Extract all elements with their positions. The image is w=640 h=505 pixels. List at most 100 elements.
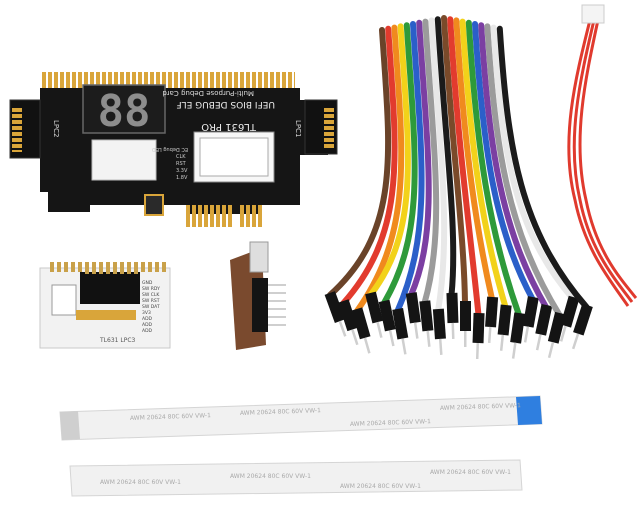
dupont-pin	[547, 341, 555, 359]
dupont-housing	[446, 292, 459, 324]
jumper-wire	[354, 24, 405, 314]
dupont-housing	[378, 299, 396, 332]
dupont-pin	[511, 342, 517, 359]
mini-header-block	[80, 272, 140, 304]
jumper-wire	[484, 23, 563, 318]
solder-pad	[144, 194, 164, 216]
mini-label: 3V3	[142, 310, 151, 316]
jumper-wire	[367, 23, 411, 298]
ffc-1-text: AWM 20624 80C 60V VW-1	[240, 407, 321, 417]
jumper-wire	[428, 17, 448, 314]
mini-label-list: GND SW RDY SW CLK SW RST SW DAT 3V3 ADD …	[142, 280, 160, 334]
ffc-cable-2: AWM 20624 80C 60V VW-1 AWM 20624 80C 60V…	[69, 459, 523, 497]
dupont-housing	[351, 307, 371, 340]
dupont-housing	[405, 292, 421, 324]
led-label-item: 3.3V	[176, 168, 188, 174]
jumper-wire	[496, 25, 590, 310]
dupont-pin	[363, 337, 371, 354]
lpc2-pins	[12, 106, 22, 152]
jst-connector	[581, 4, 605, 24]
dupont-housing	[460, 301, 471, 331]
pcie-fingers-right	[240, 205, 264, 227]
dupont-housing	[472, 312, 485, 344]
dupont-housing	[419, 300, 434, 332]
jumper-wire	[408, 19, 432, 298]
seven-segment-display	[82, 84, 166, 134]
jumper-wire	[327, 27, 392, 298]
card-title-line2: UEFI BIOS DEBUG ELF	[176, 99, 275, 109]
jumper-wire	[490, 24, 576, 302]
led-label-item: 1.8V	[176, 175, 188, 181]
mini-label: SW RDY	[142, 286, 160, 292]
dupont-pin	[413, 322, 419, 339]
ffc-1-text: AWM 20624 80C 60V VW-1	[130, 412, 211, 422]
jumper-wire	[459, 18, 509, 310]
dupont-pin	[559, 325, 567, 342]
ffc-1-end-left	[60, 411, 80, 440]
dupont-housing	[510, 312, 526, 344]
mini-label: SW RST	[142, 298, 160, 304]
dupont-housing	[392, 307, 409, 340]
mini-label: SW CLK	[142, 292, 160, 298]
dupont-pin	[376, 321, 383, 338]
dupont-pin	[475, 342, 480, 360]
mini-label: ADD	[142, 316, 153, 322]
card-model: TL631 PRO	[201, 121, 257, 132]
ffc-2-text: AWM 20624 80C 60V VW-1	[430, 469, 511, 476]
jumper-wire	[472, 21, 536, 302]
red-three-wire-cable	[567, 4, 638, 307]
dupont-housing	[497, 304, 512, 336]
dupont-pin	[571, 333, 580, 350]
mini-label: ADD	[142, 322, 153, 328]
label-lpc1: LPC1	[294, 120, 302, 137]
mini-model: TL631 LPC3	[99, 337, 136, 344]
dupont-housing	[338, 299, 358, 332]
main-debug-card: 88 Multi-Purpose Debug Card UEFI BIOS DE…	[9, 72, 338, 227]
dupont-pin	[487, 326, 492, 343]
ffc-1-text: AWM 20624 80C 60V VW-1	[350, 418, 431, 428]
jumper-wire	[381, 22, 418, 306]
dupont-pin	[426, 330, 431, 347]
dupont-housing	[432, 308, 446, 340]
dupont-housing	[547, 311, 566, 344]
ffc-2-body	[69, 459, 523, 497]
jumper-wire-bundle	[324, 15, 593, 360]
dupont-pin	[451, 322, 455, 340]
mini-bottom-pads	[76, 310, 136, 320]
ffc-2-text: AWM 20624 80C 60V VW-1	[100, 479, 181, 486]
label-lpc2: LPC2	[52, 120, 60, 137]
pin-adapter-board	[230, 241, 286, 350]
jumper-wire	[340, 25, 398, 306]
ffc-1-text: AWM 20624 80C 60V VW-1	[440, 402, 521, 412]
dupont-housing	[485, 296, 499, 328]
jumper-wire	[441, 15, 468, 306]
mini-label: SW DAT	[142, 304, 160, 310]
adapter-pins	[268, 284, 286, 326]
dupont-pin	[338, 320, 347, 337]
jumper-wire	[394, 21, 425, 314]
mini-chip	[51, 284, 77, 316]
dupont-pin	[401, 338, 407, 355]
jumper-wire	[478, 22, 549, 310]
dupont-pin	[464, 331, 467, 347]
jumper-wire	[421, 18, 440, 306]
led-label-item: CLK	[176, 154, 186, 160]
dupont-pin	[535, 334, 542, 351]
led-label-item: RST	[176, 161, 187, 167]
dupont-pin	[523, 326, 530, 343]
ffc-cable-1: AWM 20624 80C 60V VW-1 AWM 20624 80C 60V…	[59, 395, 543, 441]
card-title-line1: Multi-Purpose Debug Card	[162, 89, 254, 97]
jumper-wire	[465, 19, 522, 318]
display-digits: 88	[98, 86, 151, 137]
lpc1-pins	[324, 106, 334, 148]
led-label: EC Debug LED	[152, 146, 188, 152]
ffc-2-text: AWM 20624 80C 60V VW-1	[340, 483, 421, 490]
mini-label: ADD	[142, 328, 153, 334]
dupont-pin	[388, 330, 395, 347]
dupont-housing	[535, 304, 553, 336]
dupont-pin	[351, 329, 359, 346]
dupont-housing	[365, 291, 384, 324]
jumper-wire	[453, 17, 495, 302]
dupont-pin	[499, 334, 505, 351]
